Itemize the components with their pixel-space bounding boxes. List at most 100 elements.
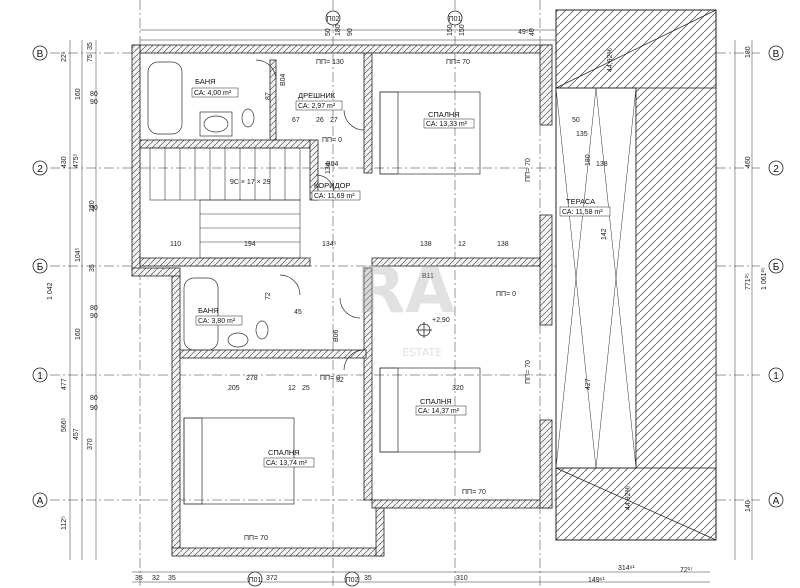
tag-pp70-right: ПП= 70 [525,158,532,182]
dim-left-16: 90 [90,405,98,412]
dim-int-24: 50 [572,117,580,124]
dim-right-4: 140 [745,500,752,512]
dim-top-1: 180 [335,24,342,36]
dim-int-1: 194 [244,241,256,248]
sink-upper [203,115,229,133]
dim-int-14: 27 [330,117,338,124]
room-name-banya-upper: БАНЯ [195,77,216,86]
dim-top-6: 40 [529,28,536,36]
room-name-spalnya-sw: СПАЛНЯ [268,448,300,457]
dim-bottom-7: 72¹⁷ [680,567,693,574]
dim-int-4: 138 [497,241,509,248]
axis-row-2-left: 2 [37,164,43,175]
dim-left-17: 160 [75,328,82,340]
dim-right-0: 180 [745,46,752,58]
tag-pp70-bottom2: ПП= 70 [462,489,486,496]
dim-int-3: 138 [420,241,432,248]
dim-left-21: 370 [87,438,94,450]
tag-pp130: ПП= 130 [316,59,344,66]
axis-col-p01-top: П01 [449,16,462,23]
dim-int-11: 45 [294,309,302,316]
dim-left-1: 75 [87,54,94,62]
dim-left-8: 90 [90,313,98,320]
axis-row-a-left: А [37,496,44,507]
bathtub-upper [147,61,183,135]
dim-top-4: 150 [459,24,466,36]
door-swing-upper-bath [255,59,277,81]
dim-left-5: 80 [90,91,98,98]
dimension-texts: 50 180 90 150 150 49⁵⁰ 40 35 32 35 372 3… [47,24,768,584]
axis-col-p02-top: П02 [327,16,340,23]
dim-left-0: 22⁵ [61,51,68,62]
axis-row-v-right: В [773,49,780,60]
tag-level: +2,90 [432,317,450,324]
tag-b06: В06 [333,329,340,342]
dim-top-0: 50 [325,28,332,36]
dim-int-0: 110 [170,241,181,248]
dim-left-7: 220 [89,200,96,212]
dim-bottom-1: 32 [152,575,160,582]
dim-int-18: 135 [576,131,588,138]
dim-left-9: 80 [90,305,98,312]
dim-left-15: 80 [90,395,98,402]
bathtub-lower [183,277,219,351]
dim-int-19: 134 [325,162,332,174]
axis-bubbles-left: В 2 Б 1 А [32,45,48,508]
watermark: RA ESTATE [356,254,455,359]
tag-stairs: 9С × 17 × 29 [230,179,271,186]
dim-top-5: 49⁵⁰ [518,28,532,36]
room-labels: БАНЯ СА: 4,00 m² ДРЕШНИК СА: 2,97 m² СПА… [191,77,611,468]
watermark-logo: RA [356,254,455,328]
axis-row-b-right: Б [773,262,780,273]
dim-bottom-2: 35 [168,575,176,582]
room-area-koridor: СА: 11,69 m² [314,193,355,200]
tag-b11: В11 [422,273,434,280]
axis-row-1-right: 1 [773,371,779,382]
toilet-upper [241,108,255,128]
dim-int-16: 72 [265,292,272,300]
tag-pp70-right2: ПП= 70 [525,360,532,384]
dim-bottom-6: 149⁶¹ [588,577,606,584]
dim-int-9: 25 [302,385,310,392]
axis-row-1-left: 1 [37,371,43,382]
center-symbol [416,322,432,338]
dim-int-7: 278 [246,375,258,382]
dim-int-20: 180 [585,154,592,166]
axis-bubbles-right: В 2 Б 1 А [768,45,784,508]
bed-ne [379,91,481,175]
dim-left-6: 90 [90,205,98,212]
axis-col-p01-bottom: П01 [249,577,262,584]
dim-int-6: 205 [228,385,240,392]
room-area-spalnya-ne: СА: 13,33 m² [426,121,468,128]
sink-lower [227,332,249,348]
room-name-dreshnik: ДРЕШНИК [298,91,336,100]
room-area-spalnya-sw: СА: 13,74 m² [266,460,308,467]
dim-left-11: 35 [89,264,96,272]
dim-top-2: 90 [347,28,354,36]
axis-row-v-left: В [37,49,44,60]
dim-int-5: 12 [458,241,466,248]
dim-bottom-8: 314⁶¹ [618,565,636,572]
dim-left-12: 430 [61,156,68,168]
dim-left-4: 90 [90,99,98,106]
dim-int-22: 44,92% [607,48,614,72]
dimension-lines [69,29,753,583]
axis-row-b-left: Б [37,262,44,273]
dim-int-23: 44,92% [625,486,632,510]
room-area-terasa: СА: 11,58 m² [562,209,603,216]
tag-b04-b: В04 [326,161,339,168]
tag-pp0-c: ПП= 0 [320,375,340,382]
dim-int-17: 52 [336,377,344,384]
room-name-koridor: КОРИДОР [314,181,350,190]
dim-bottom-3: 372 [266,575,278,582]
dim-left-3: 160 [75,88,82,100]
dim-int-8: 320 [452,385,464,392]
tag-b04-a: В04 [280,73,287,86]
dim-right-2: 771²⁵ [745,273,752,290]
staircase [149,147,301,259]
dim-top-3: 150 [447,24,454,36]
room-name-terasa: ТЕРАСА [566,197,595,206]
axis-row-a-right: А [773,496,780,507]
tags: В04 В04 В06 В11 +2,90 9С × 17 × 29 ПП= 1… [230,59,532,542]
axis-col-p02-bottom: П02 [346,577,359,584]
